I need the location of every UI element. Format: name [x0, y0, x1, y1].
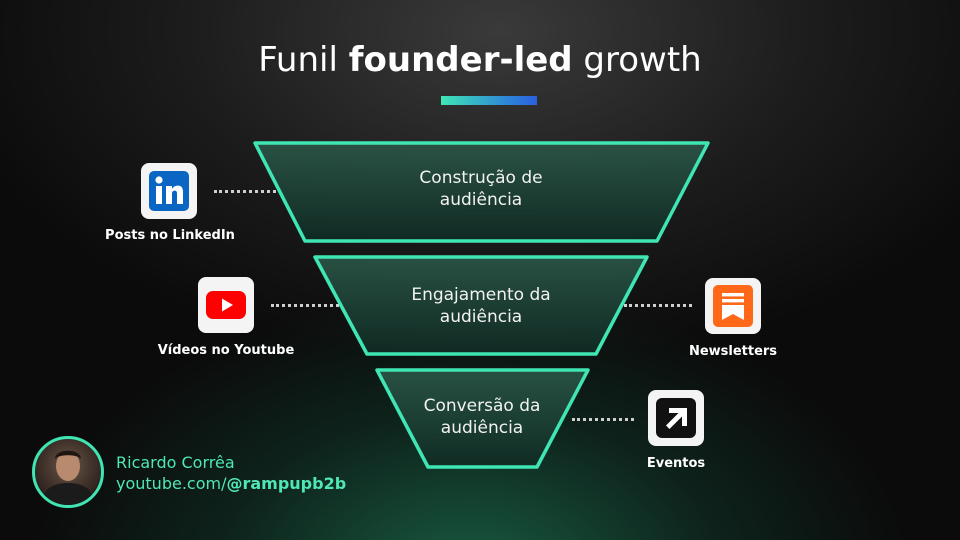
title-bold: founder-led — [348, 40, 573, 80]
connector-newsletters — [624, 304, 692, 307]
author-name: Ricardo Corrêa — [116, 453, 235, 472]
author-link-prefix: youtube.com/ — [116, 474, 227, 493]
eventos-label: Eventos — [646, 456, 706, 471]
funnel-stage-3-line2: audiência — [440, 418, 524, 438]
funnel-stage-2-label: Engajamento da audiência — [381, 284, 581, 328]
page-title: Funil founder-led growth — [0, 40, 960, 80]
title-prefix: Funil — [258, 40, 349, 80]
linkedin-icon — [149, 171, 189, 211]
newsletters-label: Newsletters — [688, 344, 778, 359]
eventos-tile — [648, 390, 704, 446]
youtube-tile — [198, 277, 254, 333]
funnel-stage-2-line1: Engajamento da — [411, 285, 551, 305]
substack-icon — [713, 285, 753, 327]
funnel-stage-3-shape — [375, 368, 590, 469]
youtube-label: Vídeos no Youtube — [157, 343, 295, 358]
title-underline — [441, 96, 537, 105]
connector-youtube — [271, 304, 339, 307]
funnel-stage-2-line2: audiência — [439, 307, 523, 327]
funnel-stage-2-shape — [313, 255, 649, 356]
funnel-stage-3-line1: Conversão da — [423, 396, 541, 416]
newsletters-tile — [705, 278, 761, 334]
connector-linkedin — [214, 190, 276, 193]
arrow-up-right-icon — [656, 398, 696, 438]
person-silhouette-icon — [41, 450, 95, 505]
funnel-stage-1-line1: Construção de — [419, 168, 543, 188]
connector-eventos — [572, 418, 634, 421]
avatar — [32, 436, 104, 508]
funnel-stage-1-label: Construção de audiência — [381, 167, 581, 211]
youtube-icon — [206, 291, 246, 319]
linkedin-label: Posts no LinkedIn — [105, 228, 235, 243]
funnel-stage-1-shape — [253, 141, 710, 243]
title-suffix: growth — [572, 40, 702, 80]
author-link[interactable]: youtube.com/@rampupb2b — [116, 474, 346, 493]
author-handle: @rampupb2b — [226, 474, 347, 493]
linkedin-tile — [141, 163, 197, 219]
funnel-stage-1-line2: audiência — [439, 190, 523, 210]
funnel-stage-3-label: Conversão da audiência — [382, 395, 582, 439]
